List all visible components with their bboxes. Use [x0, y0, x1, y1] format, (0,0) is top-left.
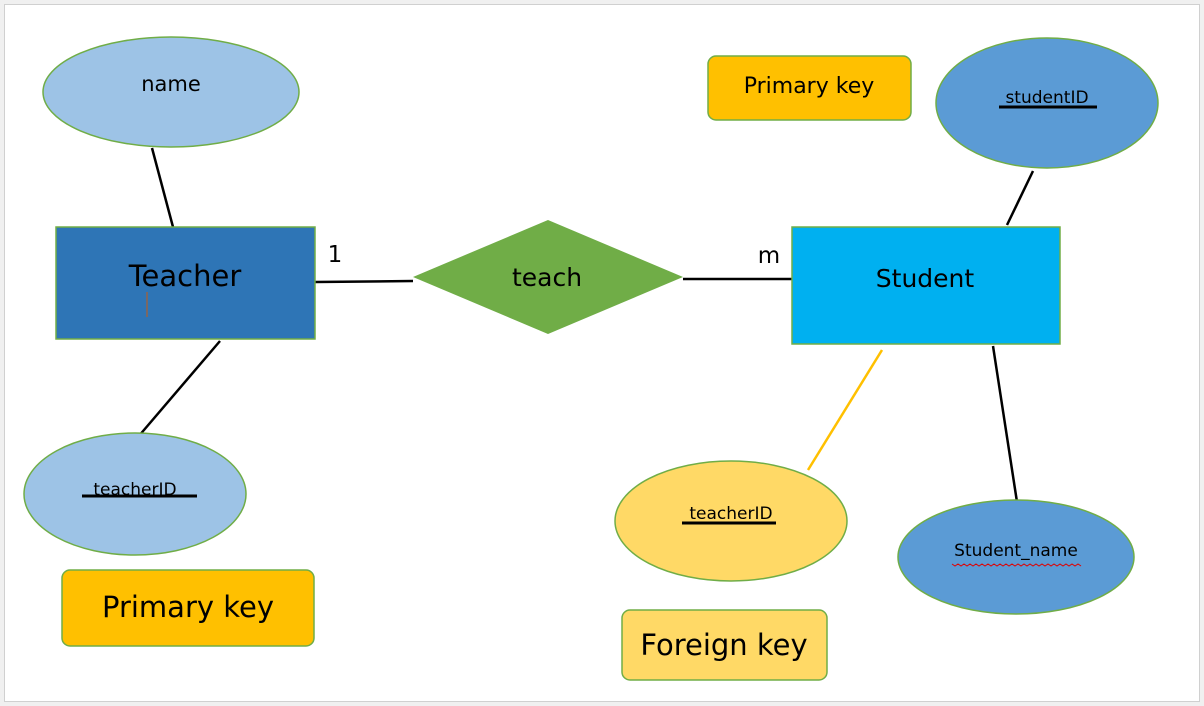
relationship-teach-label: teach — [512, 263, 582, 292]
attribute-name-label: name — [141, 72, 201, 96]
connector-student-foreign-teacherid — [806, 349, 884, 471]
attribute-student-teacher-id-label: teacherID — [689, 504, 772, 524]
relationship-teach[interactable]: teach — [413, 220, 683, 334]
attribute-student-id-shape — [935, 37, 1159, 169]
note-primary-key-top-label: Primary key — [744, 74, 875, 99]
note-primary-key-bottom-shape — [61, 569, 315, 647]
note-primary-key-bottom[interactable]: Primary key — [61, 569, 315, 647]
entity-teacher-shape — [55, 226, 316, 340]
attribute-student-name-label: Student_name — [954, 541, 1078, 561]
entity-student-shape — [791, 226, 1061, 345]
cardinality-one: 1 — [328, 242, 343, 268]
attribute-student-name-shape — [897, 499, 1135, 615]
note-foreign-key-shape — [621, 609, 828, 681]
cardinality-many: m — [758, 243, 780, 269]
attribute-teacher-id-shape — [23, 432, 247, 556]
attribute-student-id-label: studentID — [1005, 88, 1088, 108]
entity-student[interactable]: Student — [791, 226, 1061, 345]
attribute-student-name[interactable]: Student_name — [897, 499, 1135, 615]
note-primary-key-top[interactable]: Primary key — [707, 55, 912, 121]
attribute-teacher-id[interactable]: teacherID — [23, 432, 247, 556]
connector-student-studentname — [991, 345, 1019, 503]
entity-teacher[interactable]: Teacher — [55, 226, 316, 340]
note-primary-key-bottom-label: Primary key — [102, 590, 274, 624]
attribute-name-shape — [42, 36, 300, 148]
attribute-student-id[interactable]: studentID — [935, 37, 1159, 169]
connector-teacher-teacherid — [137, 340, 221, 438]
connector-teacher-teach — [314, 279, 414, 284]
connector-student-studentid — [1005, 170, 1035, 226]
diagram-canvas: name Teacher 1 teach m Student Primary k… — [4, 4, 1200, 702]
entity-teacher-label: Teacher — [128, 259, 242, 293]
note-foreign-key[interactable]: Foreign key — [621, 609, 828, 681]
attribute-student-teacher-id-shape — [614, 460, 848, 582]
spellcheck-squiggle — [951, 563, 1082, 567]
attribute-student-teacher-id[interactable]: teacherID — [614, 460, 848, 582]
connector-name-teacher — [150, 147, 175, 228]
note-primary-key-top-shape — [707, 55, 912, 121]
note-foreign-key-label: Foreign key — [640, 628, 807, 662]
relationship-teach-shape — [413, 220, 683, 334]
entity-student-label: Student — [876, 264, 975, 293]
attribute-name[interactable]: name — [42, 36, 300, 148]
er-diagram: name Teacher 1 teach m Student Primary k… — [23, 36, 1159, 681]
